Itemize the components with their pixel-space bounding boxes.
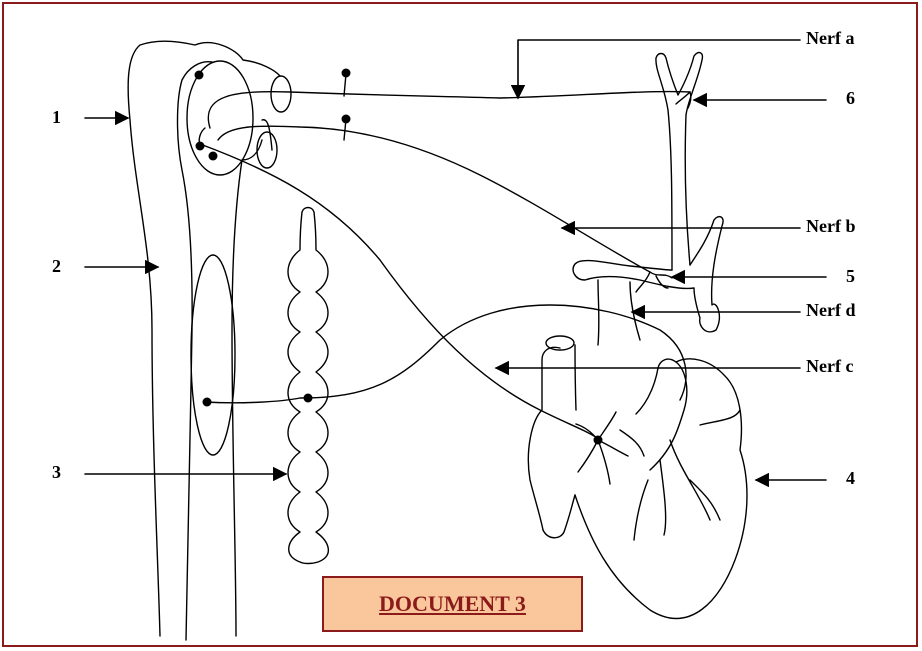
nerve-fibres	[199, 74, 690, 440]
label-2: 2	[52, 256, 61, 277]
label-5: 5	[846, 266, 855, 287]
label-nerf-a: Nerf a	[806, 28, 854, 49]
arrow-nerf-a	[518, 40, 800, 98]
label-1: 1	[52, 107, 61, 128]
spinal-cord-and-bulb	[128, 41, 291, 640]
label-nerf-b: Nerf b	[806, 216, 855, 237]
label-6: 6	[846, 88, 855, 109]
blood-vessels	[573, 53, 723, 345]
document-title: DOCUMENT 3	[379, 591, 526, 617]
sympathetic-chain	[288, 208, 328, 564]
label-nerf-c: Nerf c	[806, 356, 853, 377]
label-4: 4	[846, 468, 855, 489]
label-3: 3	[52, 462, 61, 483]
label-nerf-d: Nerf d	[806, 300, 855, 321]
document-title-box: DOCUMENT 3	[322, 576, 583, 632]
